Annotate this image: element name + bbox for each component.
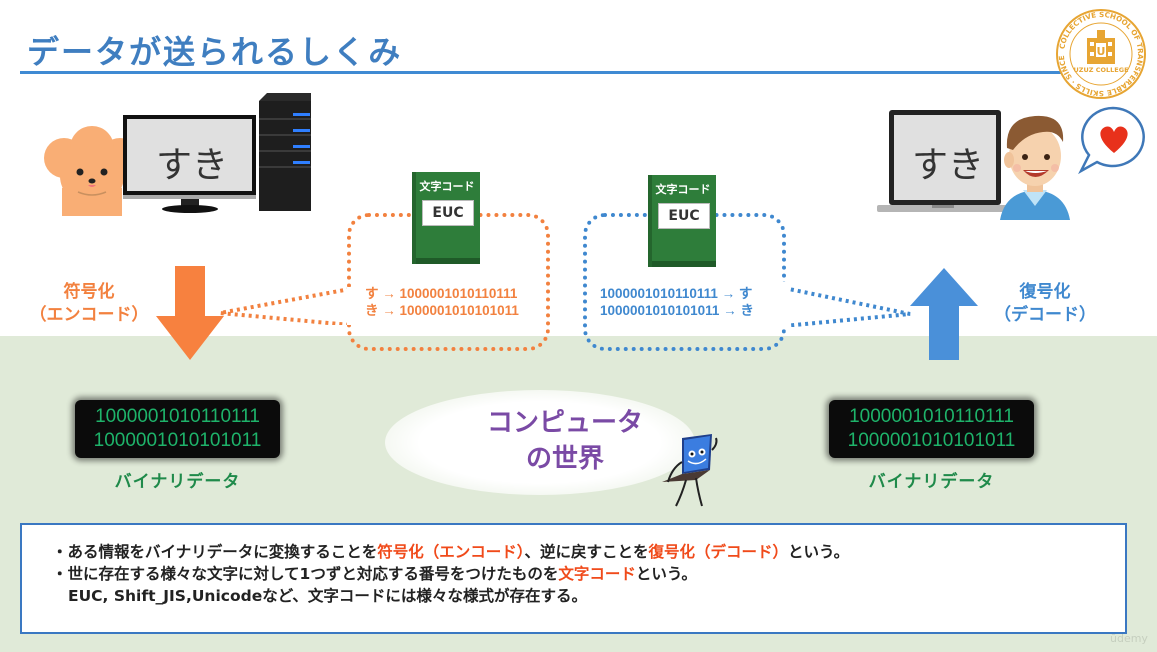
man-icon — [1000, 115, 1070, 220]
dog-icon — [44, 126, 140, 216]
udemy-watermark: ūdemy — [1110, 632, 1148, 645]
computer-world-line2: の世界 — [525, 444, 604, 474]
decode-mapping-line: 1000001010101011 → き — [600, 303, 754, 318]
computer-world-line1: コンピュータ — [486, 408, 643, 438]
arrow-up-icon — [910, 268, 978, 360]
info-text: という。 — [788, 543, 850, 561]
speech-bubble — [1077, 105, 1147, 175]
decode-mapping-line: 1000001010110111 → す — [600, 286, 753, 301]
laptop-mascot — [660, 430, 720, 510]
explanation-box: ・ある情報をバイナリデータに変換することを符号化（エンコード）、逆に戻すことを復… — [20, 523, 1127, 634]
encode-mapping-line: す → 1000001010110111 — [365, 286, 518, 301]
encode-callout-tail — [219, 287, 355, 325]
encode-arrow — [156, 266, 224, 362]
book-code: EUC — [422, 200, 474, 226]
arrow-down-icon — [156, 266, 224, 360]
decode-arrow — [910, 268, 978, 360]
pc-tower — [253, 93, 313, 213]
encode-mapping: す → 1000001010110111 き → 100000101010101… — [365, 285, 519, 319]
binary-data-left-label: バイナリデータ — [114, 472, 241, 492]
computer-world-label: コンピュータ の世界 — [470, 405, 660, 477]
dog-character — [42, 126, 142, 216]
book-title: 文字コード — [419, 180, 475, 193]
laptop-icon — [877, 110, 1007, 212]
logo-letter: U — [1097, 45, 1106, 58]
man-character — [995, 110, 1075, 220]
encode-label-line1: 符号化 — [63, 282, 115, 302]
binary-line: 1000001010101011 — [93, 430, 262, 451]
page-title: データが送られるしくみ — [27, 33, 403, 71]
info-text: ・ある情報をバイナリデータに変換することを — [52, 543, 378, 561]
encode-label-line2: （エンコード） — [29, 305, 149, 325]
decode-callout-tail — [778, 282, 911, 327]
encode-label: 符号化 （エンコード） — [24, 281, 154, 327]
decode-mapping: 1000001010110111 → す 1000001010101011 → … — [600, 285, 754, 319]
info-line-2: ・世に存在する様々な文字に対して1つずと対応する番号をつけたものを文字コードとい… — [52, 563, 1125, 585]
highlight-char-code: 文字コード — [558, 565, 636, 583]
sender-monitor — [123, 115, 256, 213]
highlight-decode: 復号化（デコード） — [648, 543, 788, 561]
computer-world-cloud — [385, 390, 695, 495]
decode-label-line2: （デコード） — [994, 305, 1096, 325]
binary-data-left: 1000001010110111 1000001010101011 — [75, 400, 280, 458]
desktop-monitor-icon — [123, 115, 256, 213]
title-underline — [20, 71, 1070, 74]
receiver-laptop — [877, 110, 1007, 215]
speech-bubble-icon — [1078, 106, 1145, 175]
logo-badge-icon: COLLECTIVE SCHOOL OF TRANSFERABLE SKILLS… — [1052, 1, 1146, 99]
info-line-3: EUC, Shift_JIS,Unicodeなど、文字コードには様々な様式が存在… — [68, 587, 587, 605]
encode-code-book: 文字コード EUC — [412, 172, 482, 265]
info-text: ・世に存在する様々な文字に対して1つずと対応する番号をつけたものを — [52, 565, 559, 583]
binary-line: 1000001010101011 — [847, 430, 1016, 451]
info-text: 、逆に戻すことを — [524, 543, 649, 561]
uzuz-college-logo: COLLECTIVE SCHOOL OF TRANSFERABLE SKILLS… — [1052, 1, 1147, 100]
info-line-1: ・ある情報をバイナリデータに変換することを符号化（エンコード）、逆に戻すことを復… — [52, 541, 1125, 563]
heart-icon — [1100, 126, 1128, 153]
book-title: 文字コード — [655, 183, 711, 196]
decode-label-line1: 復号化 — [1019, 282, 1071, 302]
server-tower-icon — [259, 93, 311, 211]
binary-data-right: 1000001010110111 1000001010101011 — [829, 400, 1034, 458]
sender-screen-text: すき — [156, 145, 229, 186]
book-code: EUC — [658, 203, 710, 229]
decode-label: 復号化 （デコード） — [985, 281, 1105, 327]
decode-code-book: 文字コード EUC — [648, 175, 718, 268]
highlight-encode: 符号化（エンコード） — [377, 543, 525, 561]
binary-line: 1000001010110111 — [95, 406, 260, 427]
logo-name: UZUZ COLLEGE — [1073, 66, 1128, 74]
receiver-screen-text: すき — [912, 145, 985, 186]
encode-mapping-line: き → 1000001010101011 — [365, 303, 519, 318]
info-text: という。 — [635, 565, 697, 583]
binary-line: 1000001010110111 — [849, 406, 1014, 427]
laptop-mascot-icon — [662, 434, 718, 507]
binary-data-right-label: バイナリデータ — [868, 472, 995, 492]
